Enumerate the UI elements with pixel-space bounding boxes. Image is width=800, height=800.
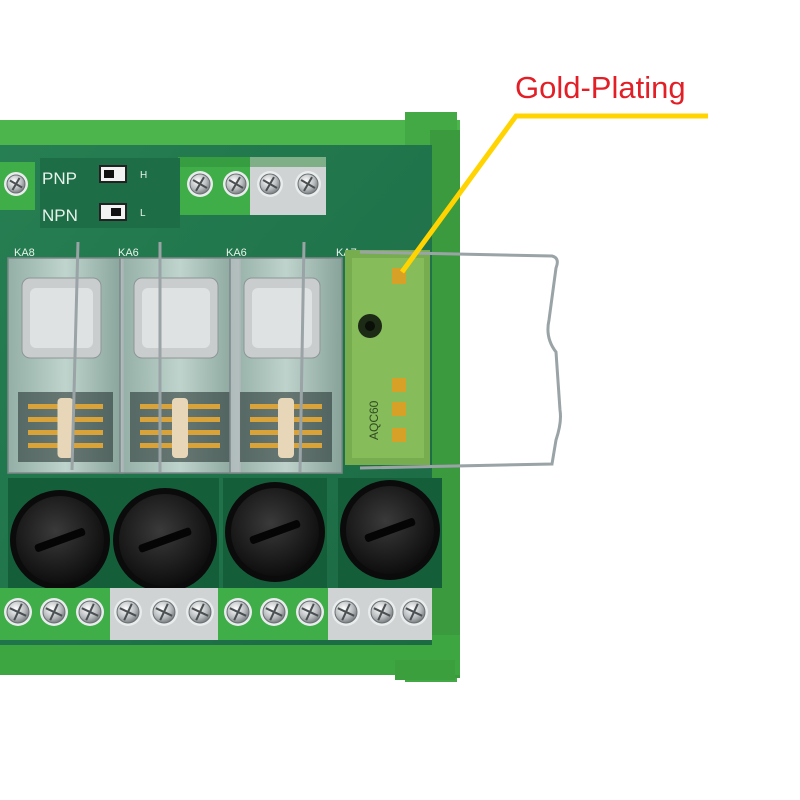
terminal-screw [224,598,252,626]
terminal-screw [186,598,214,626]
bottom-terminal-screws [4,598,428,626]
relay [7,257,124,474]
terminal-screw [295,171,321,197]
fuse-holder [338,478,442,588]
socket-label: AQC60 [367,400,381,440]
relay-clip-wire [70,241,80,471]
gold-contact [392,428,406,442]
terminal-screw [114,598,142,626]
terminal-screw [296,598,324,626]
fuse-holder [111,478,219,592]
gold-contact [392,378,406,392]
retaining-clip-wire [359,250,562,470]
terminal-screw [150,598,178,626]
terminal-screw [223,171,249,197]
terminal-screw [400,598,428,626]
relay-clip-wire [298,241,306,473]
relay-label-2: KA6 [118,247,139,259]
terminal-screw [4,598,32,626]
gold-contact [392,402,406,416]
h-label: H [140,170,147,181]
terminal-screw [187,171,213,197]
empty-relay-socket [345,250,430,465]
callout-pointer-line [399,113,708,274]
fuse-holder [223,478,327,588]
fuse-holder-row [8,478,442,592]
relay-label-1: KA8 [14,247,35,259]
terminal-screw [257,171,283,197]
relay [229,257,343,474]
relay-label-3: KA6 [226,247,247,259]
terminal-screw [332,598,360,626]
fuse-holder [8,478,112,590]
relay [119,257,241,474]
terminal-screw [4,172,28,196]
terminal-screw [76,598,104,626]
pnp-npn-selector [40,158,180,228]
gold-plating-callout-label: Gold-Plating [515,70,686,105]
terminal-screw [260,598,288,626]
npn-label: NPN [42,206,78,225]
relay-row [7,257,343,474]
pnp-label: PNP [42,169,77,188]
l-label: L [140,208,146,219]
terminal-screw [40,598,68,626]
top-terminal-screws [4,171,321,197]
terminal-screw [368,598,396,626]
